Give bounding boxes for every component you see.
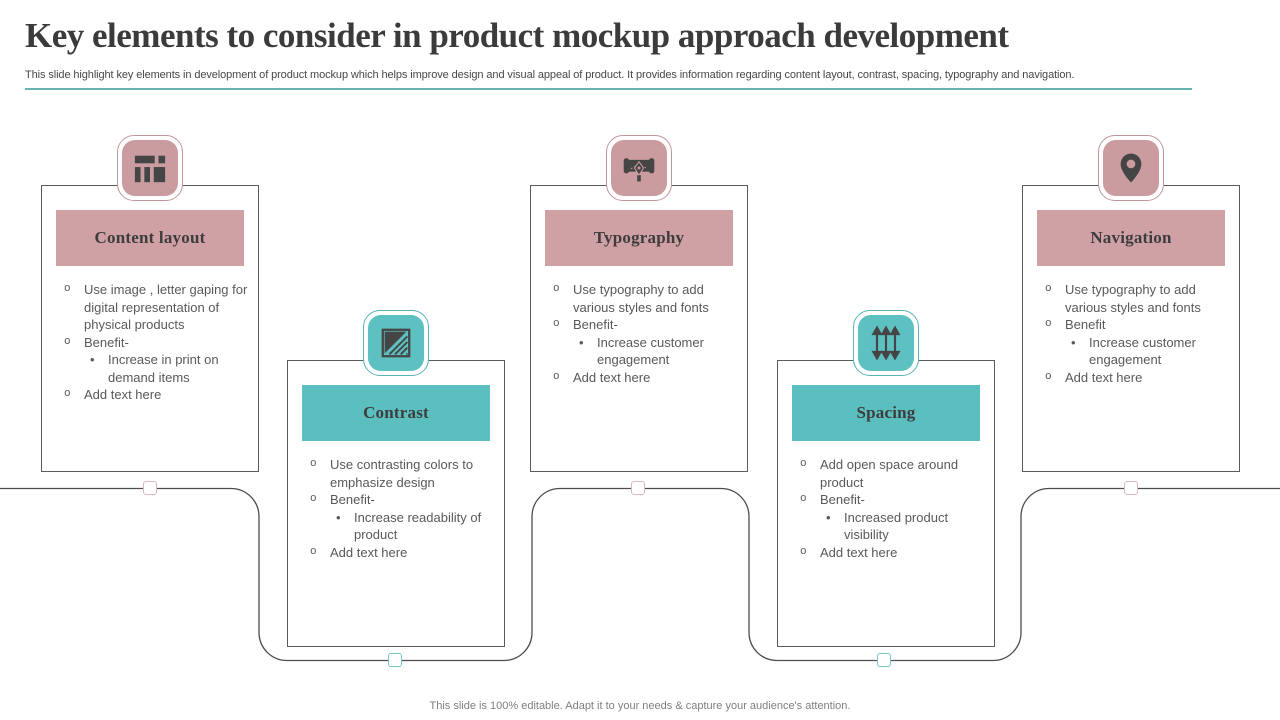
list-item: Increase customer engagement bbox=[543, 334, 739, 369]
card-bullet-list: Use typography to add various styles and… bbox=[1035, 281, 1231, 386]
contrast-icon bbox=[379, 326, 413, 360]
list-item: Use typography to add various styles and… bbox=[543, 281, 739, 316]
list-item: Benefit- bbox=[54, 334, 250, 352]
icon-tile bbox=[363, 310, 429, 376]
list-item: Benefit- bbox=[300, 491, 496, 509]
list-item: Increase in print on demand items bbox=[54, 351, 250, 386]
connector-handle bbox=[877, 653, 891, 667]
icon-tile bbox=[1098, 135, 1164, 201]
connector-handle bbox=[1124, 481, 1138, 495]
card-bullet-list: Use typography to add various styles and… bbox=[543, 281, 739, 386]
connector-handle bbox=[631, 481, 645, 495]
list-item: Benefit bbox=[1035, 316, 1231, 334]
spacing-arrows-icon bbox=[868, 325, 904, 361]
connector-handle bbox=[388, 653, 402, 667]
card-bullet-list: Use contrasting colors to emphasize desi… bbox=[300, 456, 496, 561]
typography-pen-icon bbox=[621, 150, 657, 186]
location-pin-icon bbox=[1113, 150, 1149, 186]
list-item: Increased product visibility bbox=[790, 509, 986, 544]
card-bullet-list: Add open space around product Benefit- I… bbox=[790, 456, 986, 561]
list-item: Benefit- bbox=[543, 316, 739, 334]
card-typography: Typography Use typography to add various… bbox=[530, 135, 748, 472]
icon-tile bbox=[117, 135, 183, 201]
list-item: Add text here bbox=[1035, 369, 1231, 387]
icon-tile bbox=[606, 135, 672, 201]
page-title: Key elements to consider in product mock… bbox=[25, 16, 1009, 55]
card-bullet-list: Use image , letter gaping for digital re… bbox=[54, 281, 250, 404]
card-spacing: Spacing Add open space around product Be… bbox=[777, 310, 995, 647]
list-item: Add text here bbox=[543, 369, 739, 387]
list-item: Use image , letter gaping for digital re… bbox=[54, 281, 250, 334]
list-item: Add open space around product bbox=[790, 456, 986, 491]
layout-grid-icon bbox=[133, 151, 167, 185]
icon-tile bbox=[853, 310, 919, 376]
card-title: Navigation bbox=[1037, 210, 1225, 266]
card-title: Typography bbox=[545, 210, 733, 266]
list-item: Use typography to add various styles and… bbox=[1035, 281, 1231, 316]
list-item: Increase customer engagement bbox=[1035, 334, 1231, 369]
list-item: Add text here bbox=[300, 544, 496, 562]
subtitle: This slide highlight key elements in dev… bbox=[25, 69, 1075, 81]
card-title: Contrast bbox=[302, 385, 490, 441]
footer-note: This slide is 100% editable. Adapt it to… bbox=[429, 700, 851, 712]
connector-handle bbox=[143, 481, 157, 495]
card-content-layout: Content layout Use image , letter gaping… bbox=[41, 135, 259, 472]
card-title: Spacing bbox=[792, 385, 980, 441]
list-item: Use contrasting colors to emphasize desi… bbox=[300, 456, 496, 491]
card-contrast: Contrast Use contrasting colors to empha… bbox=[287, 310, 505, 647]
card-title: Content layout bbox=[56, 210, 244, 266]
accent-divider bbox=[25, 88, 1192, 90]
list-item: Increase readability of product bbox=[300, 509, 496, 544]
card-navigation: Navigation Use typography to add various… bbox=[1022, 135, 1240, 472]
list-item: Benefit- bbox=[790, 491, 986, 509]
list-item: Add text here bbox=[54, 386, 250, 404]
list-item: Add text here bbox=[790, 544, 986, 562]
